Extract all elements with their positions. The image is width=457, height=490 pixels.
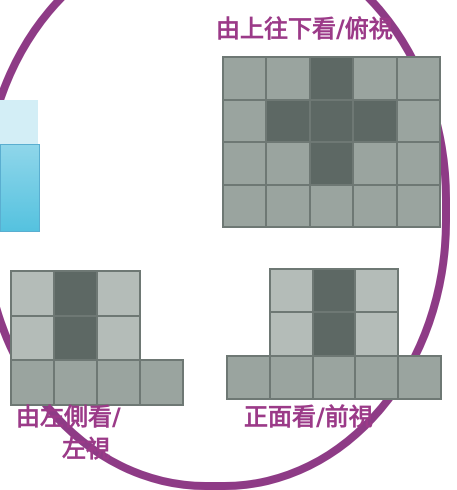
top-view-cell — [308, 141, 355, 186]
top-view-cell — [265, 56, 311, 101]
side-view-cell — [10, 270, 55, 317]
top-view-caption: 由上往下看/俯視 — [216, 15, 393, 43]
top-view-cell — [395, 98, 441, 143]
side-view-cell — [96, 359, 141, 406]
top-view-cell — [395, 56, 441, 101]
top-view-cell — [308, 56, 355, 101]
front-view-cell — [311, 311, 357, 357]
top-view-cell — [265, 98, 311, 143]
front-view-grid — [226, 268, 442, 400]
top-view-cell — [352, 98, 398, 143]
front-view-cell — [397, 354, 442, 400]
top-view-cell — [265, 141, 311, 186]
top-view-cell — [352, 56, 398, 101]
cube-front-face — [0, 144, 40, 232]
top-view-cell — [395, 141, 441, 186]
top-view-cell — [222, 56, 268, 101]
front-view-cell — [311, 268, 357, 314]
side-view-cell — [96, 314, 141, 362]
top-view-cell — [352, 183, 398, 228]
front-view-cell — [354, 354, 400, 400]
front-view-caption: 正面看/前視 — [244, 403, 373, 431]
top-view-cell — [265, 183, 311, 228]
side-view-caption-line2: 左視 — [62, 435, 110, 463]
top-view-cell — [352, 141, 398, 186]
top-view-cell — [222, 141, 268, 186]
front-view-cell — [268, 354, 314, 400]
side-view-cell — [10, 359, 55, 406]
side-view-cell — [53, 314, 98, 362]
front-view-cell — [311, 354, 357, 400]
front-view-cell — [226, 354, 271, 400]
side-view-cell — [139, 359, 184, 406]
side-view-cell — [53, 359, 98, 406]
side-view-cell — [96, 270, 141, 317]
top-view-cell — [222, 183, 268, 228]
side-view-cell — [10, 314, 55, 362]
top-view-cell — [395, 183, 441, 228]
front-view-cell — [354, 311, 400, 357]
top-view-cell — [308, 98, 355, 143]
side-view-caption-line1: 由左側看/ — [16, 403, 121, 431]
top-view-cell — [222, 98, 268, 143]
side-view-cell — [53, 270, 98, 317]
side-view-grid — [10, 270, 184, 406]
front-view-cell — [268, 268, 314, 314]
front-view-cell — [268, 311, 314, 357]
front-view-cell — [354, 268, 400, 314]
top-view-cell — [308, 183, 355, 228]
top-view-grid — [222, 56, 441, 228]
cube-top-face — [0, 100, 38, 150]
